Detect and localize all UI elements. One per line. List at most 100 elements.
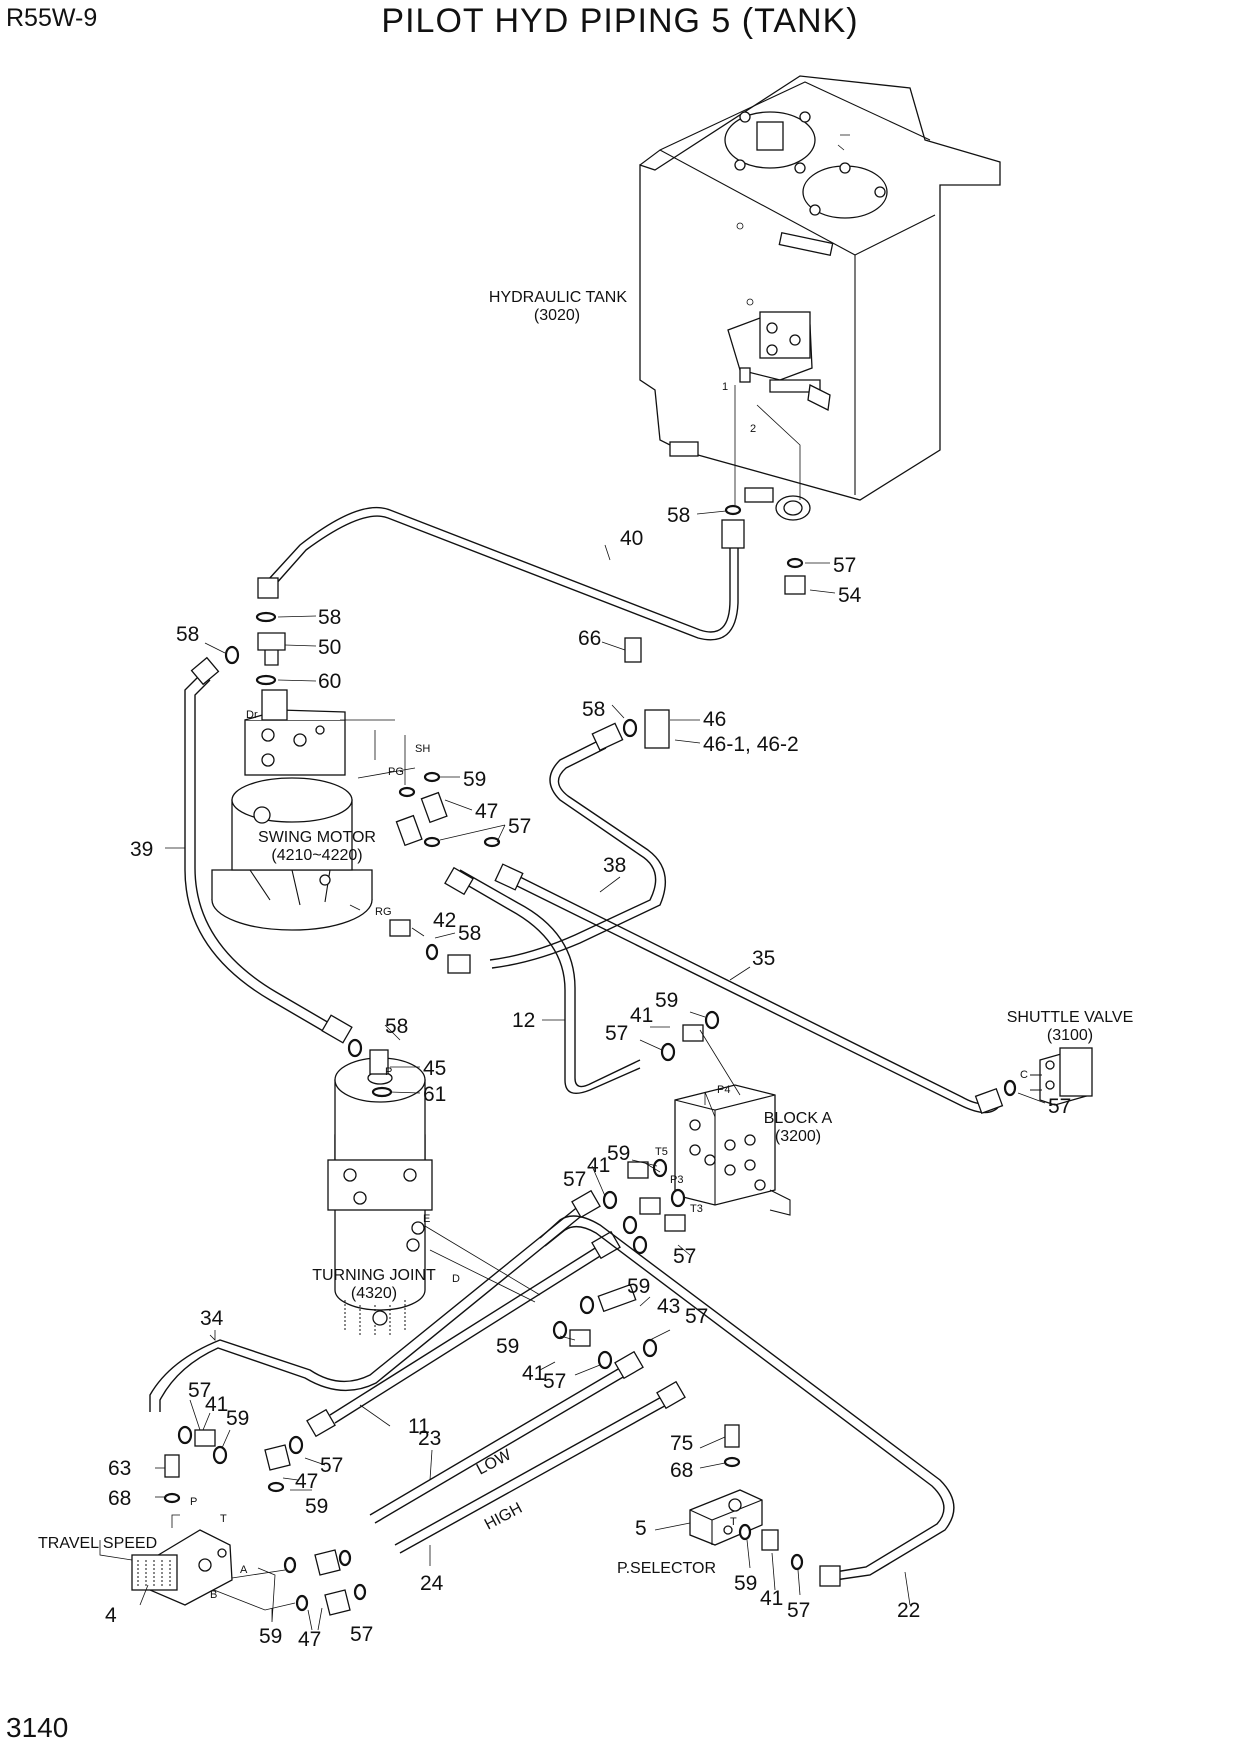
callout: 57	[833, 554, 856, 577]
callout: 59	[305, 1495, 328, 1518]
callout: 59	[259, 1625, 282, 1648]
hydraulic-tank	[639, 75, 1001, 521]
port-label: T5	[655, 1146, 668, 1158]
callout: 41	[587, 1154, 610, 1177]
port-label: P4	[717, 1084, 730, 1096]
swing-motor-label: SWING MOTOR	[258, 829, 376, 846]
port-label: Dr	[246, 709, 258, 721]
callout: 59	[496, 1335, 519, 1358]
callout: 34	[200, 1307, 224, 1330]
callout: 57	[543, 1370, 566, 1393]
callout: 59	[734, 1572, 757, 1595]
hoses	[149, 506, 1004, 1587]
port-label: E	[423, 1213, 430, 1225]
callout: 22	[897, 1599, 920, 1622]
callout: 58	[176, 623, 199, 646]
page-number: 3140	[6, 1712, 69, 1743]
port-label: RG	[375, 906, 392, 918]
callout: 57	[188, 1379, 211, 1402]
shuttle-valve	[1030, 1047, 1093, 1106]
turning-joint-label: TURNING JOINT	[312, 1267, 436, 1284]
callout: 57	[673, 1245, 696, 1268]
callout: 68	[670, 1459, 693, 1482]
hydraulic-tank-label: HYDRAULIC TANK	[489, 289, 627, 306]
callout: 57	[563, 1168, 586, 1191]
callout: 57	[1048, 1095, 1071, 1118]
swing-motor	[211, 689, 373, 931]
port-label: PG	[388, 766, 404, 778]
travel-speed-valve	[131, 1529, 233, 1606]
port-label: C	[1020, 1069, 1028, 1081]
swing-motor-code: (4210~4220)	[271, 847, 362, 864]
turning-joint-code: (4320)	[351, 1285, 397, 1302]
callout: 60	[318, 670, 341, 693]
callout: 59	[607, 1142, 630, 1165]
callout: 35	[752, 947, 775, 970]
callout: 58	[385, 1015, 408, 1038]
block-a	[674, 1084, 791, 1216]
port-label: T	[730, 1516, 737, 1528]
callout: 41	[522, 1362, 545, 1385]
hydraulic-tank-code: (3020)	[534, 307, 580, 324]
model-code: R55W-9	[6, 4, 98, 32]
callout: 66	[578, 627, 601, 650]
port-label: P	[385, 1066, 392, 1078]
callout: 75	[670, 1432, 693, 1455]
callout: 4	[105, 1604, 117, 1627]
travel-speed-label: TRAVEL SPEED	[38, 1535, 157, 1552]
port-label: SH	[415, 743, 430, 755]
port-label: 1	[722, 381, 728, 393]
p-selector-label: P.SELECTOR	[617, 1560, 716, 1577]
callout: 63	[108, 1457, 131, 1480]
shuttle-valve-label: SHUTTLE VALVE	[1007, 1009, 1134, 1026]
block-a-label: BLOCK A	[764, 1110, 833, 1127]
callout: 45	[423, 1057, 446, 1080]
page-title: PILOT HYD PIPING 5 (TANK)	[381, 2, 859, 40]
port-label: P	[190, 1496, 197, 1508]
callout: 50	[318, 636, 341, 659]
callout: 41	[630, 1004, 653, 1027]
callout: 57	[685, 1305, 708, 1328]
callout: 58	[458, 922, 481, 945]
callout: 43	[657, 1295, 680, 1318]
port-label: 2	[750, 423, 756, 435]
high-label: HIGH	[482, 1500, 525, 1534]
callout: 41	[205, 1393, 228, 1416]
callout: 59	[655, 989, 678, 1012]
callout: 61	[423, 1083, 446, 1106]
callout: 5	[635, 1517, 647, 1540]
callout: 59	[226, 1407, 249, 1430]
callout: 24	[420, 1572, 444, 1595]
callout: 46	[703, 708, 726, 731]
port-label: D	[452, 1273, 460, 1285]
callout: 46-1, 46-2	[703, 733, 799, 756]
callout: 58	[582, 698, 605, 721]
callout: 11	[408, 1415, 430, 1438]
callout: 54	[838, 584, 862, 607]
port-labels: 1 2 Dr SH PG RG P4 T5 P3 T3 C P E D P T …	[190, 381, 1028, 1601]
callout-numbers: 58 40 57 54 58 50 60 58 66 58 46 46-1, 4…	[105, 504, 1071, 1651]
callout: 59	[627, 1275, 650, 1298]
port-label: T	[220, 1513, 227, 1525]
callout: 57	[787, 1599, 810, 1622]
callout: 39	[130, 838, 153, 861]
callout: 58	[318, 606, 341, 629]
leader-lines	[99, 385, 1046, 1631]
turning-joint	[327, 1057, 433, 1335]
callout: 12	[512, 1009, 535, 1032]
block-a-code: (3200)	[775, 1128, 821, 1145]
port-label: P3	[670, 1174, 683, 1186]
callout: 58	[667, 504, 690, 527]
port-label: A	[240, 1564, 248, 1576]
port-label: B	[210, 1589, 217, 1601]
callout: 42	[433, 909, 456, 932]
callout: 47	[298, 1628, 321, 1651]
callout: 57	[320, 1454, 343, 1477]
callout: 57	[350, 1623, 373, 1646]
callout: 47	[475, 800, 498, 823]
shuttle-valve-code: (3100)	[1047, 1027, 1093, 1044]
callout: 41	[760, 1587, 783, 1610]
callout: 68	[108, 1487, 131, 1510]
callout: 47	[295, 1470, 318, 1493]
